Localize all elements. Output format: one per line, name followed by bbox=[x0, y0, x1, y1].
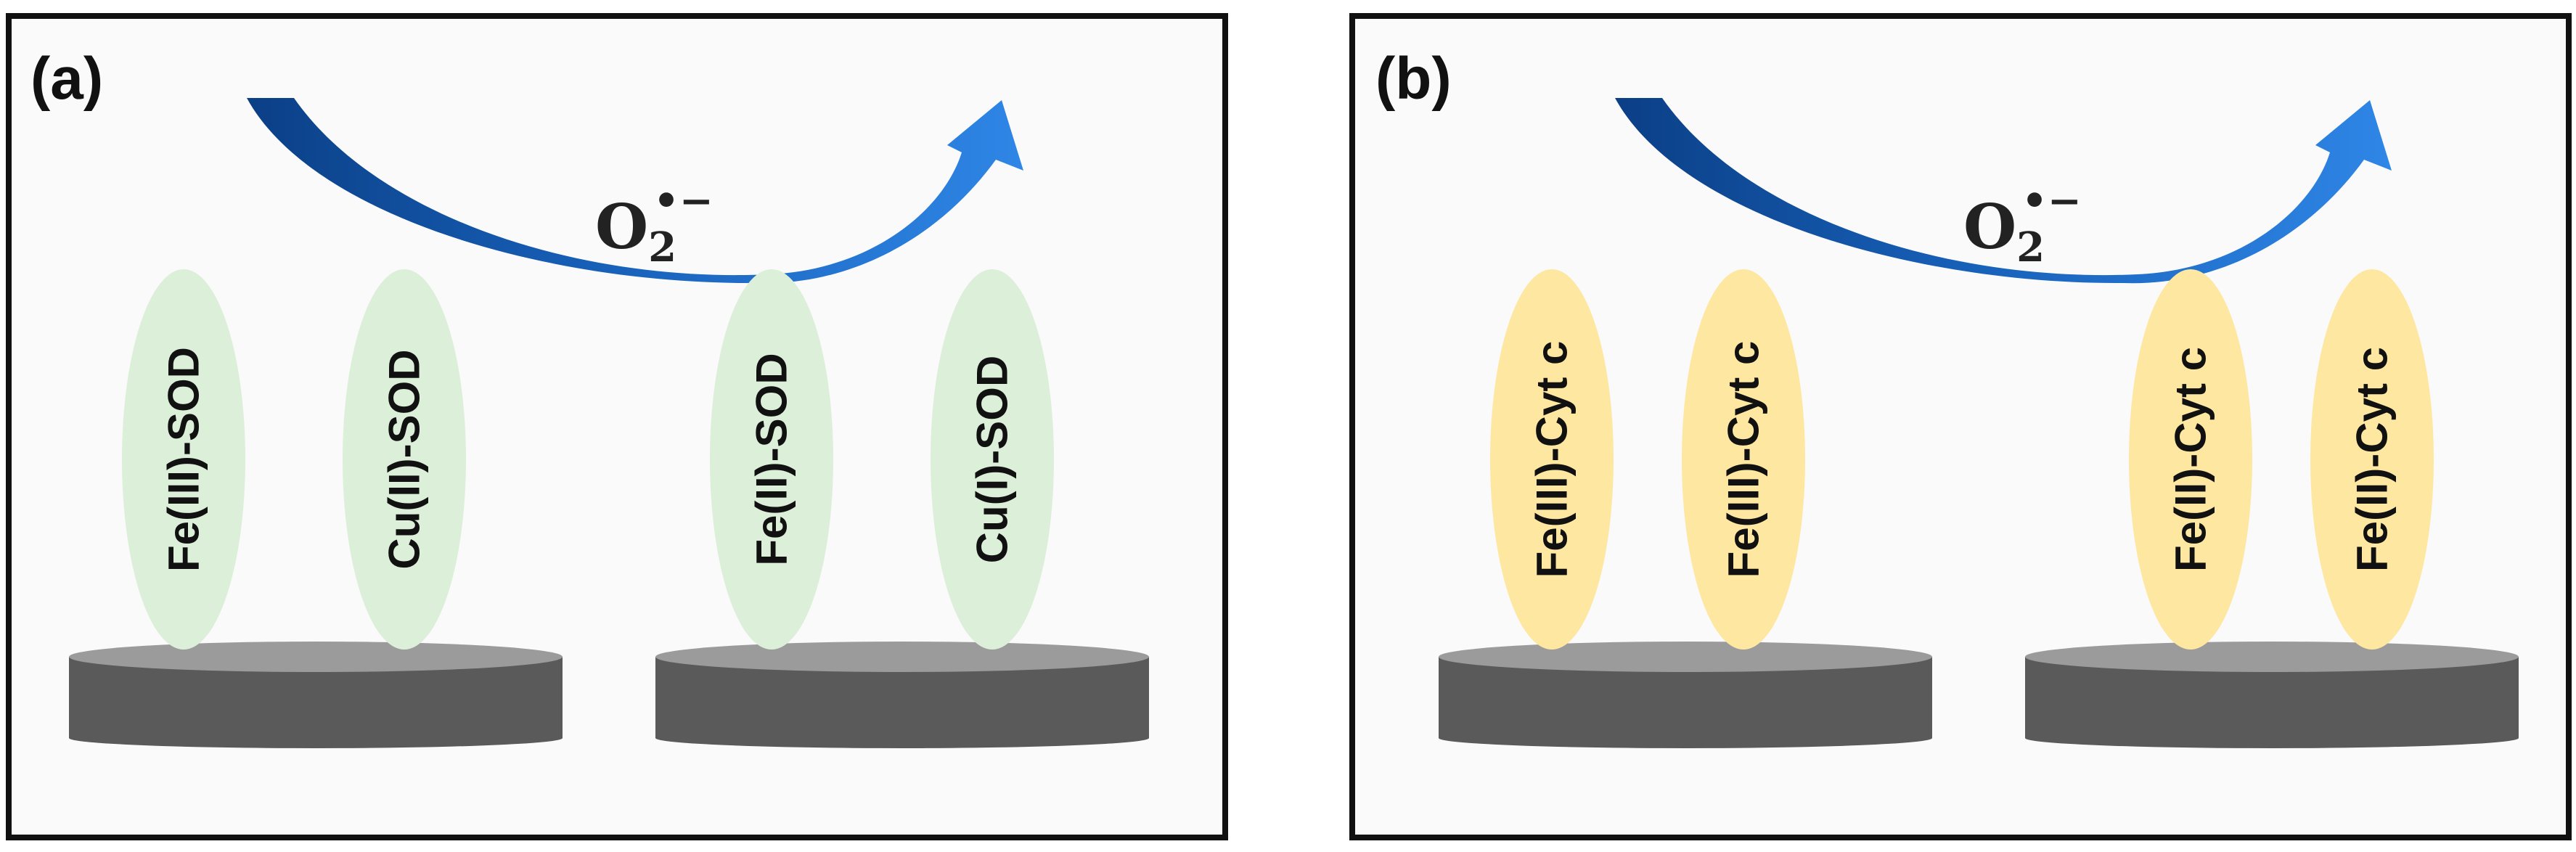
protein-b4-shape bbox=[2310, 269, 2434, 650]
superoxide-label: O2•− bbox=[595, 177, 713, 271]
protein-a2-label: Cu(II)-SOD bbox=[380, 349, 429, 569]
panel-a-label: (a) bbox=[30, 46, 103, 112]
protein-a3-shape bbox=[710, 269, 833, 650]
protein-b3-label: Fe(II)-Cyt c bbox=[2167, 347, 2215, 572]
electrode-a2 bbox=[655, 642, 1149, 748]
panel-b: (b) O2•− Fe(III)-Cyt c Fe(III)-Cyt c Fe(… bbox=[1349, 13, 2572, 840]
protein-b3: Fe(II)-Cyt c bbox=[2129, 269, 2252, 650]
electrode-b2-bottom bbox=[2025, 728, 2519, 748]
protein-b2: Fe(III)-Cyt c bbox=[1682, 269, 1805, 650]
electrode-b1-top bbox=[1439, 642, 1932, 672]
protein-a4-label: Cu(I)-SOD bbox=[968, 356, 1017, 564]
protein-a3-label: Fe(II)-SOD bbox=[748, 353, 796, 565]
electrode-b2 bbox=[2025, 642, 2519, 748]
protein-b2-shape bbox=[1682, 269, 1805, 650]
electrode-b2-top bbox=[2025, 642, 2519, 672]
protein-b1: Fe(III)-Cyt c bbox=[1490, 269, 1614, 650]
protein-a2: Cu(II)-SOD bbox=[343, 269, 466, 650]
superoxide-label-b: O2•− bbox=[1963, 177, 2082, 271]
protein-b1-label: Fe(III)-Cyt c bbox=[1528, 341, 1577, 578]
panel-a: (a) O2•− Fe(III)-SOD Cu(II)-SOD Fe(II)-S… bbox=[6, 13, 1228, 840]
protein-b1-shape bbox=[1490, 269, 1614, 650]
electrode-a1-top bbox=[69, 642, 563, 672]
protein-a2-shape bbox=[343, 269, 466, 650]
protein-b4: Fe(II)-Cyt c bbox=[2310, 269, 2434, 650]
protein-a3: Fe(II)-SOD bbox=[710, 269, 833, 650]
protein-a4: Cu(I)-SOD bbox=[931, 269, 1054, 650]
protein-a1-shape bbox=[122, 269, 245, 650]
protein-b3-shape bbox=[2129, 269, 2252, 650]
protein-a4-shape bbox=[931, 269, 1054, 650]
protein-b2-label: Fe(III)-Cyt c bbox=[1720, 341, 1768, 578]
electrode-b1-bottom bbox=[1439, 728, 1932, 748]
electrode-a2-top bbox=[655, 642, 1149, 672]
protein-a1: Fe(III)-SOD bbox=[122, 269, 245, 650]
protein-b4-label: Fe(II)-Cyt c bbox=[2348, 347, 2397, 572]
electrode-b1 bbox=[1439, 642, 1932, 748]
electrode-a1 bbox=[69, 642, 563, 748]
protein-a1-label: Fe(III)-SOD bbox=[160, 347, 208, 572]
panel-b-label: (b) bbox=[1375, 46, 1452, 112]
electrode-a2-bottom bbox=[655, 728, 1149, 748]
electrode-a1-bottom bbox=[69, 728, 563, 748]
